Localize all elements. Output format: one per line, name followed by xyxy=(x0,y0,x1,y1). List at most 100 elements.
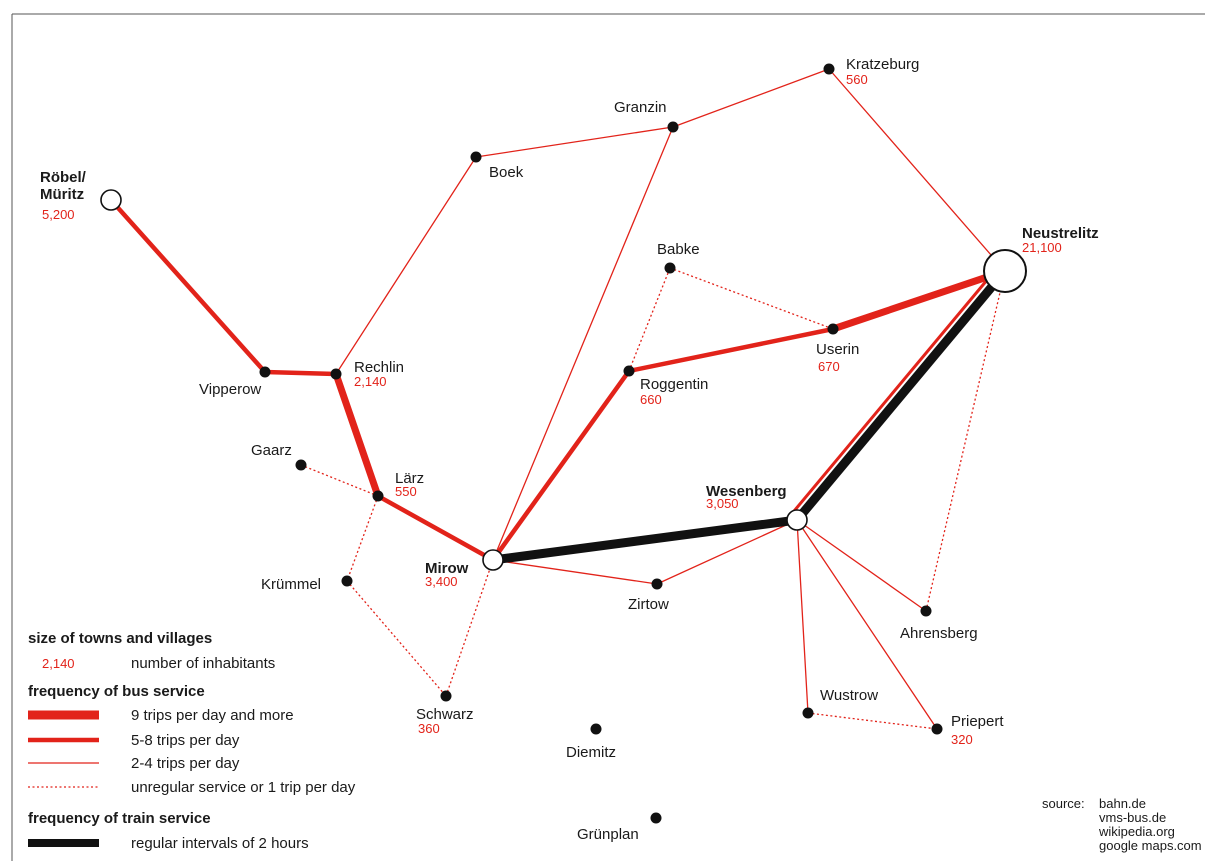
route-roggentin-userin-bus-5-8 xyxy=(626,326,836,374)
place-name-diemitz: Diemitz xyxy=(566,744,616,761)
places-layer xyxy=(100,63,1027,824)
legend-bus-items: 9 trips per day and more 5-8 trips per da… xyxy=(28,707,356,796)
place-pop-robel: 5,200 xyxy=(42,207,75,222)
place-name-rechlin: Rechlin xyxy=(354,359,404,376)
route-babke-userin-bus-irregular xyxy=(669,267,834,330)
place-name-granzin: Granzin xyxy=(614,99,667,116)
place-marker-zirtow xyxy=(651,578,663,590)
place-pop-roggentin: 660 xyxy=(640,392,662,407)
legend: size of towns and villages 2,140 number … xyxy=(28,630,356,852)
source-note: source: bahn.devms-bus.dewikipedia.orggo… xyxy=(1042,796,1202,853)
place-marker-boek xyxy=(470,151,482,163)
source-item: bahn.de xyxy=(1099,796,1146,811)
legend-train-heading: frequency of train service xyxy=(28,810,211,827)
legend-bus-heading: frequency of bus service xyxy=(28,683,205,700)
place-marker-vipperow xyxy=(259,366,271,378)
route-granzin-mirow-bus-2-4 xyxy=(492,126,674,561)
legend-size-label: number of inhabitants xyxy=(131,655,275,672)
route-wustrow-priepert-bus-irregular xyxy=(807,712,938,730)
place-name-zirtow: Zirtow xyxy=(628,596,669,613)
place-name-ahrensberg: Ahrensberg xyxy=(900,625,978,642)
place-pop-kratzeburg: 560 xyxy=(846,72,868,87)
place-pop-userin: 670 xyxy=(818,359,840,374)
place-name-roggentin: Roggentin xyxy=(640,376,708,393)
place-pop-mirow: 3,400 xyxy=(425,574,458,589)
route-userin-neustrelitz-bus-9plus xyxy=(829,267,1009,333)
place-pop-neustrelitz: 21,100 xyxy=(1022,240,1062,255)
route-larz-mirow-bus-5-8 xyxy=(375,493,496,563)
legend-label-bus-9plus: 9 trips per day and more xyxy=(131,707,294,724)
place-name-boek: Boek xyxy=(489,164,524,181)
source-item: vms-bus.de xyxy=(1099,810,1166,825)
legend-size-sample-pop: 2,140 xyxy=(42,656,75,671)
place-name-vipperow: Vipperow xyxy=(199,381,261,398)
place-marker-krummel xyxy=(341,575,353,587)
place-marker-granzin xyxy=(667,121,679,133)
route-krummel-schwarz-bus-irregular xyxy=(346,580,447,697)
route-gaarz-larz-bus-irregular xyxy=(300,464,379,497)
place-marker-rechlin xyxy=(330,368,342,380)
place-labels-layer: Röbel/Müritz 5,200 Kratzeburg560GranzinBoe… xyxy=(40,56,1099,843)
route-rechlin-boek-bus-2-4 xyxy=(335,156,477,375)
place-pop-rechlin: 2,140 xyxy=(354,374,387,389)
legend-label-train: regular intervals of 2 hours xyxy=(131,835,309,852)
place-marker-grunplan xyxy=(650,812,662,824)
legend-label-bus-5-8: 5-8 trips per day xyxy=(131,732,240,749)
place-pop-schwarz: 360 xyxy=(418,721,440,736)
place-pop-priepert: 320 xyxy=(951,732,973,747)
place-name-wesenberg: Wesenberg xyxy=(706,483,787,500)
place-name-krummel: Krümmel xyxy=(261,576,321,593)
place-marker-larz xyxy=(372,490,384,502)
route-larz-krummel-bus-irregular xyxy=(346,495,379,582)
place-marker-diemitz xyxy=(590,723,602,735)
place-marker-neustrelitz xyxy=(983,249,1027,293)
place-pop-wesenberg: 3,050 xyxy=(706,496,739,511)
legend-train-items: regular intervals of 2 hours xyxy=(28,835,309,852)
place-pop-larz: 550 xyxy=(395,484,417,499)
place-name-grunplan: Grünplan xyxy=(577,826,639,843)
route-mirow-zirtow-bus-2-4 xyxy=(492,559,658,585)
route-mirow-wesenberg-train xyxy=(488,515,802,565)
route-roggentin-babke-bus-irregular xyxy=(628,267,671,372)
legend-size-heading: size of towns and villages xyxy=(28,630,212,647)
place-marker-ahrensberg xyxy=(920,605,932,617)
place-marker-robel xyxy=(100,189,122,211)
route-zirtow-wesenberg-bus-2-4 xyxy=(656,519,798,585)
route-vipperow-rechlin-bus-5-8 xyxy=(262,369,339,377)
routes-layer xyxy=(108,68,1010,730)
place-name-larz: Lärz xyxy=(395,470,424,487)
route-kratzeburg-neustrelitz-bus-2-4 xyxy=(828,68,1006,272)
route-boek-granzin-bus-2-4 xyxy=(475,126,674,158)
place-name-schwarz: Schwarz xyxy=(416,706,474,723)
place-marker-kratzeburg xyxy=(823,63,835,75)
source-item: google maps.com xyxy=(1099,838,1202,853)
legend-label-bus-2-4: 2-4 trips per day xyxy=(131,755,240,772)
legend-label-bus-irregular: unregular service or 1 trip per day xyxy=(131,779,356,796)
route-wesenberg-neustrelitz-train xyxy=(792,266,1010,525)
place-name-wustrow: Wustrow xyxy=(820,687,878,704)
route-robel-vipperow-bus-5-8 xyxy=(108,197,268,375)
route-mirow-roggentin-bus-5-8 xyxy=(490,368,632,563)
place-name-kratzeburg: Kratzeburg xyxy=(846,56,919,73)
place-marker-babke xyxy=(664,262,676,274)
route-wesenberg-ahrensberg-bus-2-4 xyxy=(796,519,927,612)
route-granzin-kratzeburg-bus-2-4 xyxy=(672,68,830,128)
place-name-userin: Userin xyxy=(816,341,859,358)
route-schwarz-mirow-bus-irregular xyxy=(445,559,494,697)
place-marker-gaarz xyxy=(295,459,307,471)
place-marker-roggentin xyxy=(623,365,635,377)
place-name-mirow: Mirow xyxy=(425,560,469,577)
place-marker-wustrow xyxy=(802,707,814,719)
place-name-neustrelitz: Neustrelitz xyxy=(1022,225,1099,242)
route-wesenberg-wustrow-bus-2-4 xyxy=(796,519,809,714)
source-label: source: xyxy=(1042,796,1085,811)
place-name-gaarz: Gaarz xyxy=(251,442,292,459)
route-rechlin-larz-bus-9plus xyxy=(332,370,382,500)
place-marker-priepert xyxy=(931,723,943,735)
place-marker-mirow xyxy=(482,549,504,571)
route-wesenberg-neustrelitz-bus-5-8-parallel xyxy=(789,264,1001,517)
place-marker-schwarz xyxy=(440,690,452,702)
place-name-robel: Röbel/Müritz xyxy=(40,169,87,203)
